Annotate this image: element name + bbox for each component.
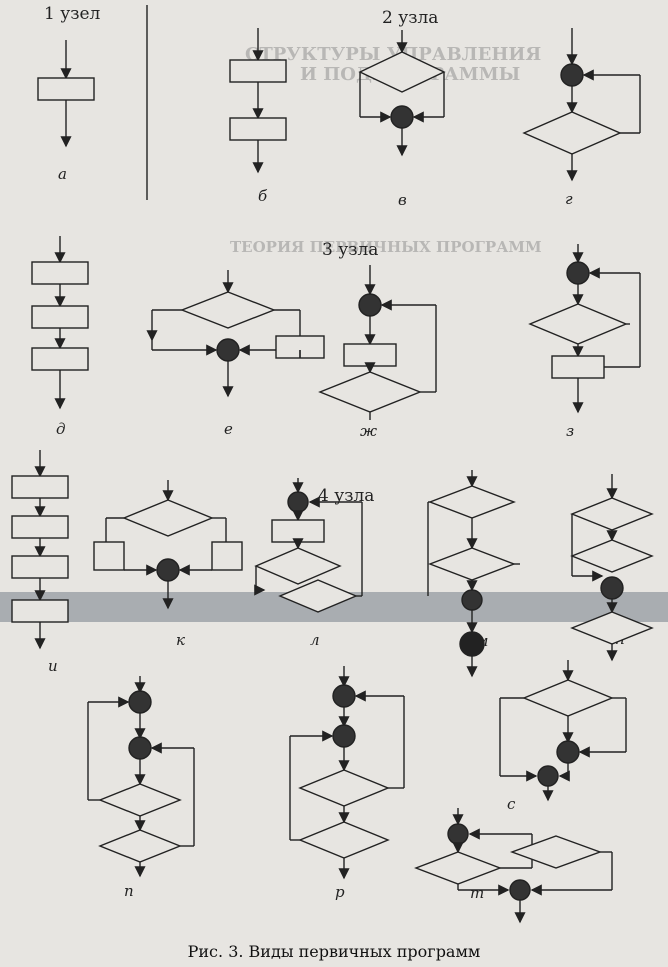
diagram-z xyxy=(528,244,641,414)
sublabel-zh: ж xyxy=(360,422,378,440)
diagram-i xyxy=(11,450,69,650)
sublabel-b: б xyxy=(258,187,268,205)
diagram-t xyxy=(414,808,613,924)
diagram-m xyxy=(427,470,520,678)
group-label-four-nodes: 4 узла xyxy=(318,486,375,506)
group-label-two-nodes: 2 узла xyxy=(382,8,439,28)
sublabel-p: п xyxy=(124,882,134,900)
sublabel-t: т xyxy=(470,884,485,902)
figure-caption: Рис. 3. Виды первичных программ xyxy=(187,942,481,961)
sublabel-r: р xyxy=(335,883,345,901)
diagram-n xyxy=(570,474,654,662)
sublabel-e: е xyxy=(224,420,233,438)
group-label-three-nodes: 3 узла xyxy=(322,240,379,260)
sublabel-g: г xyxy=(565,190,573,208)
diagram-p xyxy=(87,676,195,878)
diagram-b xyxy=(229,28,287,174)
sublabel-a: а xyxy=(58,165,67,183)
diagram-l xyxy=(254,478,363,613)
sublabel-v: в xyxy=(398,191,407,209)
diagram-a xyxy=(37,40,95,148)
bleed-heading-mid: ТЕОРИЯ ПЕРВИЧНЫХ ПРОГРАММ xyxy=(230,238,542,256)
sublabel-k: к xyxy=(176,631,185,649)
sublabel-i: и xyxy=(48,657,58,675)
diagram-k xyxy=(93,480,243,610)
diagram-s xyxy=(499,660,627,802)
diagram-g xyxy=(522,28,641,182)
diagram-zh xyxy=(318,265,437,420)
group-label-one-node: 1 узел xyxy=(44,4,101,24)
sublabel-z: з xyxy=(566,422,575,440)
diagram-e xyxy=(146,270,325,398)
diagram-v xyxy=(358,30,446,157)
sublabel-l: л xyxy=(310,631,320,649)
bleed-heading-top: СТРУКТУРЫ УПРАВЛЕНИЯ xyxy=(245,44,542,65)
sublabel-d: д xyxy=(56,420,66,438)
diagram-d xyxy=(31,236,89,410)
sublabel-s: с xyxy=(507,795,516,813)
diagram-r xyxy=(289,666,405,880)
